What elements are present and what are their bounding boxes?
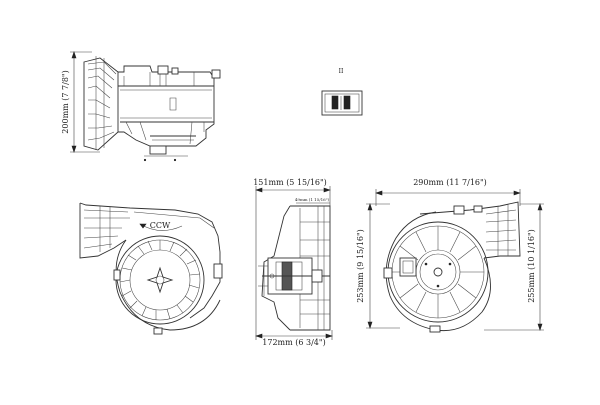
fan-blades — [119, 240, 201, 320]
connector-detail: II — [321, 68, 363, 116]
front-view: CCW — [79, 202, 223, 335]
dim-172-label: 172mm (6 3/4") — [262, 338, 325, 347]
dim-290-label: 290mm (11 7/16") — [413, 178, 487, 187]
side-elevation-view: 200mm (7 7/8") — [61, 51, 221, 162]
dim-255-label: 255mm (10 1/16") — [527, 229, 536, 303]
connector-mark-label: II — [339, 68, 344, 75]
dim-151-label: 151mm (5 15/16") — [253, 178, 327, 187]
rear-view: 290mm (11 7/16") 253mm (9 15/16") 255mm … — [356, 178, 544, 333]
dim-200-label: 200mm (7 7/8") — [61, 70, 70, 133]
dim-253-label: 253mm (9 15/16") — [356, 229, 365, 303]
rotation-direction-label: CCW — [150, 221, 171, 230]
dim-49-label: 49mm (1 15/16") — [295, 197, 330, 202]
side-section-view: 151mm (5 15/16") 49mm (1 15/16") 172mm (… — [253, 178, 333, 347]
